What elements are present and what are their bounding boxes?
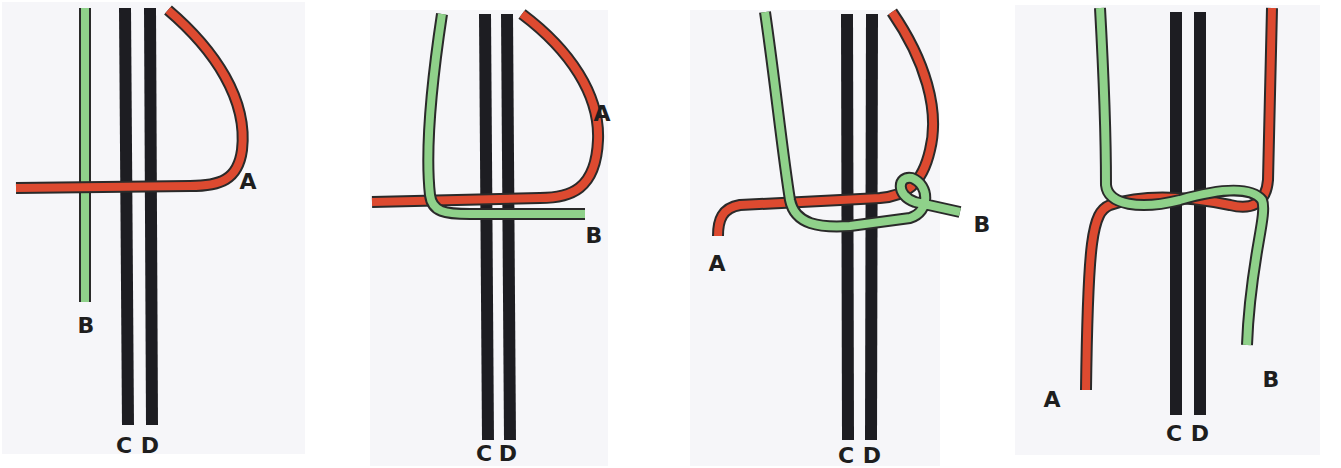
strand-label: D	[863, 445, 881, 467]
strand-label: B	[586, 225, 603, 247]
strand-label: B	[974, 214, 991, 236]
step-1	[16, 8, 243, 425]
strand-label: D	[1191, 423, 1209, 445]
panel	[370, 10, 608, 466]
panel	[1015, 5, 1320, 455]
strand-label: C	[838, 445, 854, 467]
strand-label: C	[116, 435, 132, 457]
strand-label: D	[141, 435, 159, 457]
step-2	[372, 14, 598, 440]
strand-label: C	[476, 443, 492, 465]
panel	[690, 10, 940, 466]
strand-label: A	[1043, 389, 1060, 411]
strand-label: B	[1263, 369, 1280, 391]
strand-label: A	[593, 103, 610, 125]
strand-label: C	[1166, 423, 1182, 445]
panel	[2, 2, 305, 454]
step-4	[1086, 8, 1272, 415]
strand-label: A	[708, 253, 725, 275]
strand-label: B	[78, 315, 95, 337]
strand-label: A	[239, 171, 256, 193]
strand-label: D	[499, 443, 517, 465]
step-3	[718, 12, 960, 440]
